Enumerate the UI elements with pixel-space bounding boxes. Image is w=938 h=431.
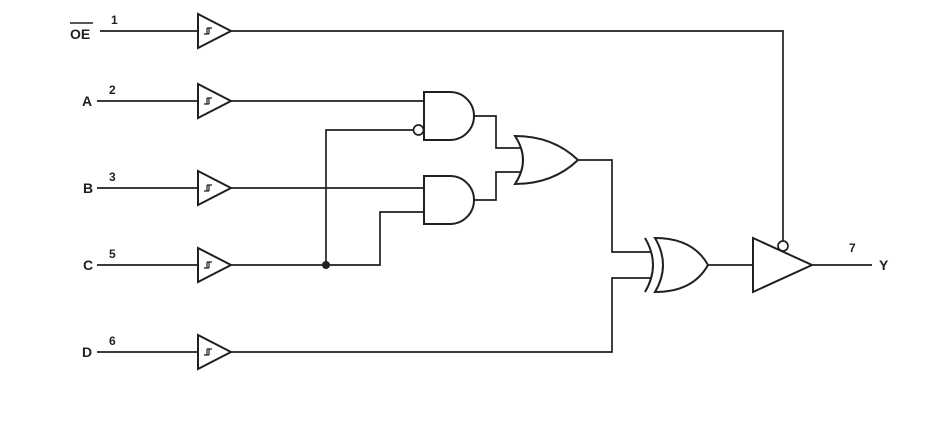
or-gate-icon: [513, 134, 580, 186]
d-schmitt-buffer-icon: [197, 333, 234, 371]
c-schmitt-buffer-icon: [197, 246, 234, 284]
input-buffers: [197, 12, 234, 371]
hysteresis-icon: [204, 27, 212, 35]
gates: [412, 91, 815, 294]
oe-enable-wire: [231, 30, 784, 241]
wires: [97, 30, 872, 353]
c-label: C: [83, 257, 93, 273]
c-junction-dot: [322, 261, 330, 269]
b-label: B: [83, 180, 93, 196]
a-label: A: [82, 93, 92, 109]
hysteresis-icon: [204, 348, 212, 356]
b-schmitt-buffer-icon: [197, 169, 234, 207]
xor-input-arc-icon: [644, 237, 654, 293]
hysteresis-icon: [204, 261, 212, 269]
c-pin-number: 5: [109, 247, 116, 261]
and1-inverted-input-bubble-icon: [412, 124, 425, 136]
and1-to-or-wire: [470, 115, 530, 149]
and1-gate-icon: [423, 91, 475, 141]
c-to-and2-wire: [231, 211, 430, 266]
y-pin-number: 7: [849, 241, 856, 255]
hysteresis-icon: [204, 97, 212, 105]
xor-gate-icon: [653, 236, 710, 294]
oe-schmitt-buffer-icon: [197, 12, 234, 50]
labels: OE 1 A 2 B 3 C 5 D 6 7 Y: [70, 13, 889, 360]
enable-bubble-icon: [777, 240, 789, 252]
c-branch-to-and1-wire: [325, 129, 413, 265]
a-pin-number: 2: [109, 83, 116, 97]
d-label: D: [82, 344, 92, 360]
and2-gate-icon: [423, 175, 475, 225]
and2-to-or-wire: [470, 171, 530, 201]
d-to-xor-wire: [231, 277, 651, 353]
a-schmitt-buffer-icon: [197, 82, 234, 120]
d-pin-number: 6: [109, 334, 116, 348]
oe-pin-number: 1: [111, 13, 118, 27]
y-label: Y: [879, 257, 889, 273]
oe-label: OE: [70, 26, 90, 42]
or-to-xor-wire: [576, 159, 651, 253]
hysteresis-icon: [204, 184, 212, 192]
b-pin-number: 3: [109, 170, 116, 184]
